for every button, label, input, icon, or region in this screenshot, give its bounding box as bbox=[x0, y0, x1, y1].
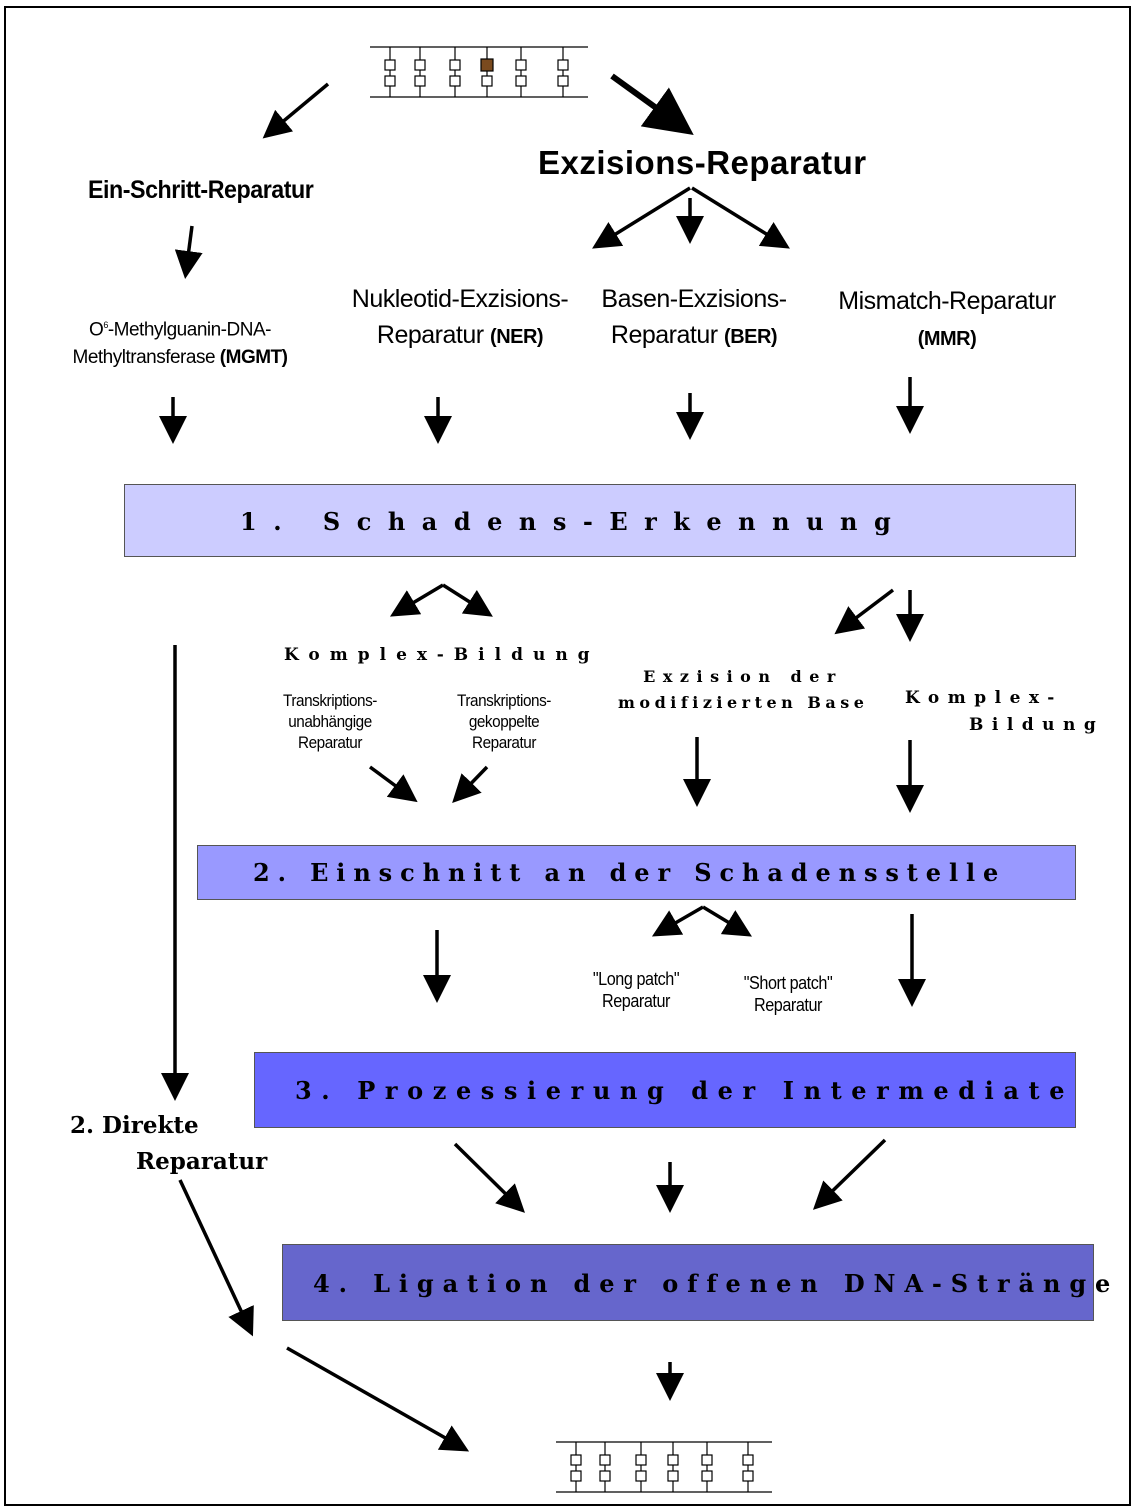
label-direct-repair: 2. Direkte Reparatur bbox=[70, 1112, 268, 1175]
step-ligation: 4. Ligation der offenen DNA-Stränge bbox=[282, 1244, 1110, 1321]
pathway-ner: Nukleotid-Exzisions- Reparatur (NER) bbox=[351, 285, 569, 349]
label-short-patch: "Short patch"Reparatur bbox=[743, 973, 833, 1015]
label-long-patch: "Long patch"Reparatur bbox=[592, 969, 680, 1011]
step-damage-recognition: 1. Schadens-Erkennung bbox=[124, 484, 1076, 557]
title-excision-repair: Exzisions-Reparatur bbox=[538, 144, 867, 181]
pathway-mmr: Mismatch-Reparatur (MMR) bbox=[838, 287, 1056, 350]
step-incision: 2. Einschnitt an der Schadensstelle bbox=[197, 845, 1076, 900]
pathway-ber: Basen-Exzisions- Reparatur (BER) bbox=[601, 285, 787, 349]
damaged-dna-icon bbox=[370, 46, 588, 98]
repaired-dna-icon bbox=[556, 1441, 772, 1493]
diagram-frame bbox=[4, 6, 1131, 1506]
label-complex-formation-mmr: Komplex- Bildung bbox=[905, 688, 1105, 735]
title-one-step-repair: Ein-Schritt-Reparatur bbox=[88, 176, 314, 204]
label-complex-formation-ner: Komplex-Bildung bbox=[284, 645, 600, 665]
label-excision-modified-base: Exzision der modifizierten Base bbox=[618, 667, 869, 712]
pathway-mgmt: O6-Methylguanin-DNA- Methyltransferase (… bbox=[72, 319, 288, 369]
step-processing: 3. Prozessierung der Intermediate bbox=[254, 1052, 1076, 1128]
